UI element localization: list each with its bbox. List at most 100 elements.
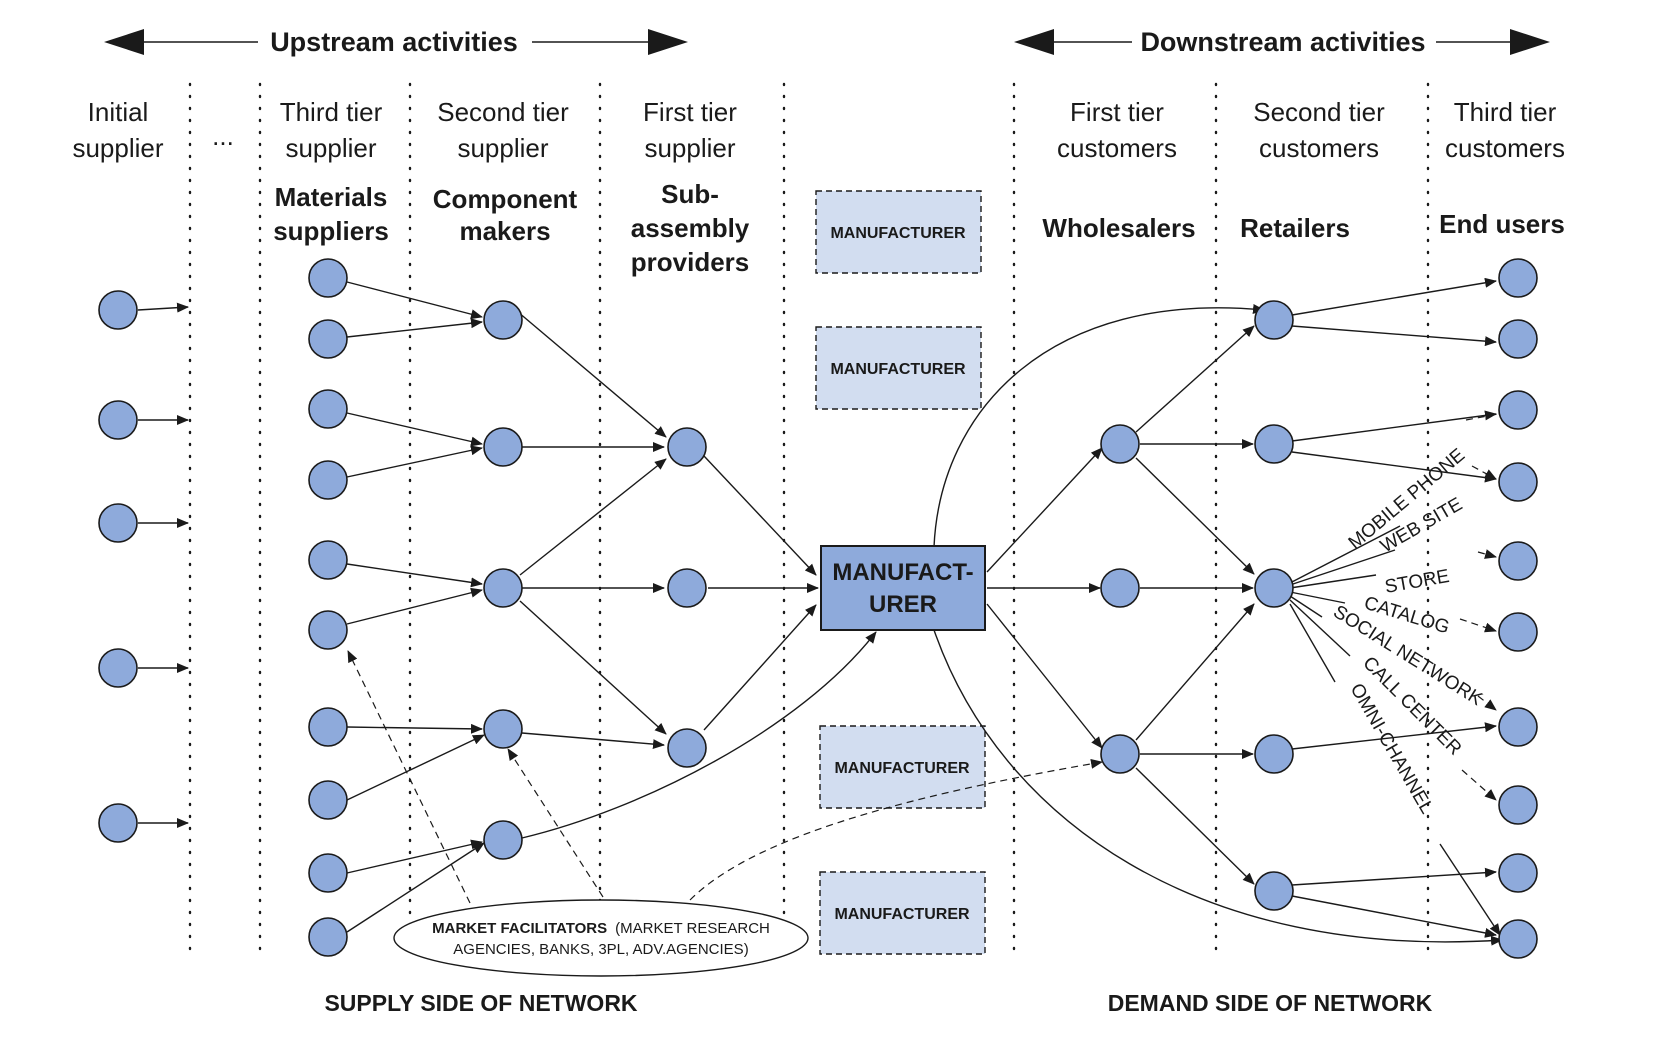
dashed-catalog-tail — [1459, 618, 1497, 633]
node-subassembly-provider — [667, 728, 707, 768]
edge-r2-e4 — [1291, 451, 1497, 483]
downstream-activities-header: Downstream activities — [1014, 27, 1550, 57]
market-facilitators-line2: AGENCIES, BANKS, 3PL, ADV.AGENCIES) — [453, 941, 748, 958]
node-materials-supplier — [308, 853, 348, 893]
role-components-line1: Component — [433, 184, 578, 214]
manufacturer-boxes: MANUFACTURER MANUFACTURER MANUFACTURER M… — [815, 190, 986, 955]
tier-initial-line1: Initial — [88, 97, 149, 127]
edge-t3-9-c5 — [346, 839, 483, 874]
downstream-activities-label: Downstream activities — [1140, 27, 1425, 57]
tier-second-customer-line2: customers — [1259, 133, 1379, 163]
edge-r4-e7 — [1291, 722, 1497, 750]
edge-t3-6-c3 — [346, 587, 483, 625]
node-end-user — [1498, 853, 1538, 893]
node-component-maker — [483, 709, 523, 749]
role-subassembly-line1: Sub- — [661, 179, 719, 209]
edge-c3-s1 — [519, 458, 667, 576]
node-end-user — [1498, 612, 1538, 652]
edge-w3-r5 — [1135, 767, 1255, 885]
role-components-line2: makers — [459, 216, 550, 246]
dashed-facilitator-w3 — [689, 758, 1103, 901]
market-facilitators: MARKET FACILITATORS (MARKET RESEARCH AGEN… — [393, 899, 809, 977]
tier-ellipsis: ... — [212, 121, 234, 151]
upstream-activities-header: Upstream activities — [104, 27, 688, 57]
channel-omni-channel: OMNI-CHANNEL — [1346, 680, 1438, 818]
tier-second-customer-line1: Second tier — [1253, 97, 1385, 127]
node-materials-supplier — [308, 540, 348, 580]
node-end-user — [1498, 785, 1538, 825]
node-initial-supplier — [98, 803, 138, 843]
edge-c3-s3 — [519, 600, 667, 735]
node-wholesaler — [1100, 568, 1140, 608]
dashed-facilitator-t3 — [347, 650, 471, 904]
edge-w3-r3 — [1135, 603, 1255, 741]
node-wholesaler — [1100, 424, 1140, 464]
role-end-users: End users — [1439, 209, 1565, 239]
edge-s1-manufacturer — [703, 455, 817, 576]
edge-channel-omni — [1289, 603, 1336, 683]
channel-labels: MOBILE PHONE WEB SITE STORE CATALOG SOCI… — [1329, 445, 1486, 818]
tier-third-customer-line2: customers — [1445, 133, 1565, 163]
network-edges — [137, 277, 1503, 946]
downstream-arrow-left-head — [1014, 29, 1054, 55]
market-facilitators-line1: MARKET FACILITATORS (MARKET RESEARCH — [432, 920, 770, 937]
edge-t3-7-c4 — [346, 723, 483, 734]
node-initial-supplier — [98, 290, 138, 330]
edge-s3-manufacturer — [703, 604, 817, 731]
node-component-maker — [483, 300, 523, 340]
edge-manufacturer-w3 — [986, 603, 1103, 749]
edge-r2-e3 — [1291, 410, 1497, 442]
dashed-callcenter-tail — [1461, 769, 1497, 801]
edge-r5-e9 — [1291, 867, 1497, 886]
node-end-user — [1498, 707, 1538, 747]
main-manufacturer-line1: MANUFACT- — [832, 559, 973, 586]
node-retailer — [1254, 300, 1294, 340]
edge-t3-8-c4 — [346, 734, 485, 801]
tier-initial-line2: supplier — [72, 133, 163, 163]
channel-store: STORE — [1383, 566, 1451, 598]
node-retailer — [1254, 871, 1294, 911]
dashed-facilitator-c4 — [507, 748, 604, 898]
edge-manufacturer-w1 — [986, 447, 1103, 573]
main-manufacturer-line2: URER — [869, 591, 937, 618]
node-initial-supplier — [98, 648, 138, 688]
market-facilitators-line1-rest: (MARKET RESEARCH — [615, 920, 770, 937]
network-nodes — [98, 258, 1538, 959]
node-retailer — [1254, 424, 1294, 464]
upstream-arrow-left-head — [104, 29, 144, 55]
role-materials-line2: suppliers — [273, 216, 389, 246]
tier-first-customer-line2: customers — [1057, 133, 1177, 163]
role-subassembly-line2: assembly — [631, 213, 750, 243]
node-materials-supplier — [308, 780, 348, 820]
edge-initial-1 — [137, 302, 189, 313]
tier-second-supplier-line1: Second tier — [437, 97, 569, 127]
node-end-user — [1498, 541, 1538, 581]
manufacturer-box-2: MANUFACTURER — [815, 326, 982, 410]
tier-first-supplier-line1: First tier — [643, 97, 737, 127]
node-retailer — [1254, 568, 1294, 608]
node-subassembly-provider — [667, 427, 707, 467]
node-initial-supplier — [98, 503, 138, 543]
manufacturer-box-4: MANUFACTURER — [819, 871, 986, 955]
role-labels: Materials suppliers Component makers Sub… — [273, 179, 1565, 277]
tier-first-supplier-line2: supplier — [644, 133, 735, 163]
upstream-activities-label: Upstream activities — [270, 27, 518, 57]
dashed-edges — [347, 413, 1501, 936]
market-facilitators-title: MARKET FACILITATORS — [432, 920, 607, 937]
edge-t3-1-c1 — [346, 281, 483, 320]
edge-r1-e2 — [1291, 325, 1497, 347]
edge-c1-s1 — [517, 311, 667, 438]
edge-w1-r3 — [1135, 457, 1255, 575]
node-component-maker — [483, 820, 523, 860]
edge-c4-s3 — [521, 732, 665, 750]
manufacturer-box-4-label: MANUFACTURER — [834, 906, 970, 923]
manufacturer-box-2-label: MANUFACTURER — [830, 361, 966, 378]
node-subassembly-provider — [667, 568, 707, 608]
dashed-social-tail — [1477, 695, 1497, 711]
edge-channel-callcenter — [1289, 599, 1351, 657]
node-materials-supplier — [308, 917, 348, 957]
dashed-web-tail — [1471, 465, 1497, 480]
node-end-user — [1498, 919, 1538, 959]
edge-r1-e1 — [1291, 277, 1497, 316]
tier-third-supplier-line1: Third tier — [280, 97, 383, 127]
